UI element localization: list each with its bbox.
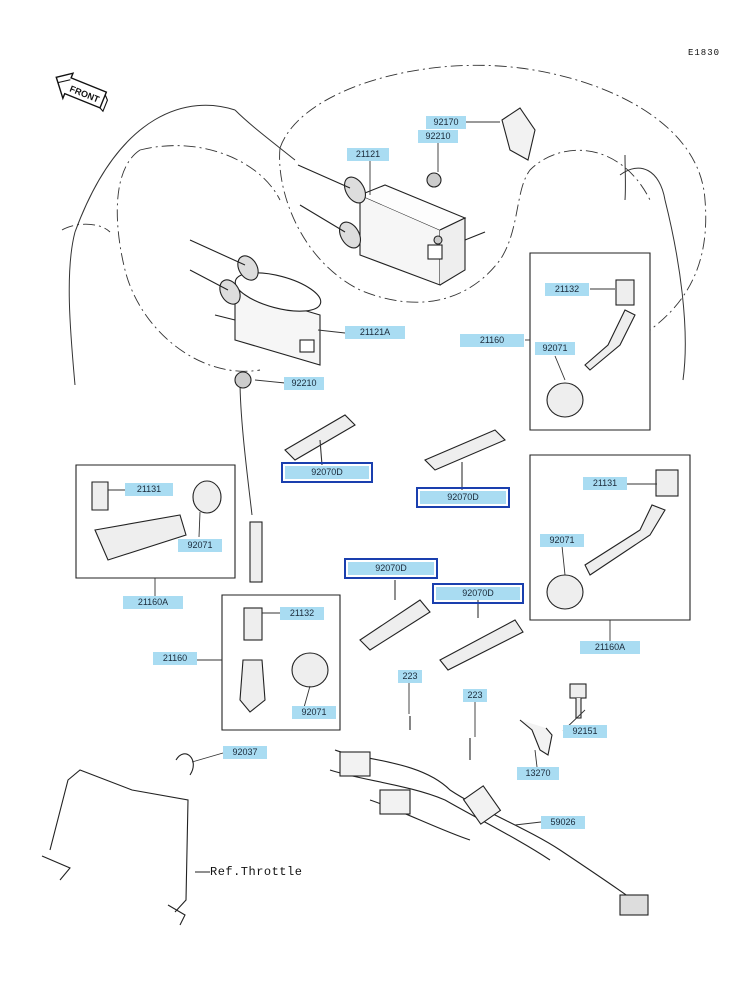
throttle-bracket-icon — [41, 753, 194, 926]
boot-left-icons — [91, 480, 222, 561]
part-label-92070D-4[interactable]: 92070D — [432, 583, 524, 604]
boot-right-upper-icons — [546, 279, 636, 418]
part-label-223-a[interactable]: 223 — [398, 670, 422, 683]
wire-harness-icon — [329, 716, 649, 916]
part-label-21121A[interactable]: 21121A — [345, 326, 405, 339]
nut-icon-upper — [426, 172, 442, 188]
part-label-223-b[interactable]: 223 — [463, 689, 487, 702]
part-label-92071-bottom[interactable]: 92071 — [292, 706, 336, 719]
part-label-92070D-3[interactable]: 92070D — [344, 558, 438, 579]
part-label-21131-right[interactable]: 21131 — [583, 477, 627, 490]
part-label-92037[interactable]: 92037 — [223, 746, 267, 759]
clamp-13270-icon — [519, 719, 553, 756]
boot-bottom-icons — [239, 521, 329, 713]
part-label-21132-right[interactable]: 21132 — [545, 283, 589, 296]
part-label-92071-right-upper[interactable]: 92071 — [535, 342, 575, 355]
part-label-21160A-right[interactable]: 21160A — [580, 641, 640, 654]
part-label-92210-top[interactable]: 92210 — [418, 130, 458, 143]
part-label-92210-lower[interactable]: 92210 — [284, 377, 324, 390]
spark-plug-icons — [284, 414, 524, 671]
ignition-coil-lower — [189, 239, 322, 366]
nut-icon-lower — [234, 371, 252, 389]
part-label-21132-bottom[interactable]: 21132 — [280, 607, 324, 620]
part-label-92070D-2[interactable]: 92070D — [416, 487, 510, 508]
part-label-92071-left[interactable]: 92071 — [178, 539, 222, 552]
group-box-bottom — [221, 594, 341, 731]
wires — [68, 104, 686, 516]
part-label-92151[interactable]: 92151 — [563, 725, 607, 738]
assembly-outline — [61, 64, 707, 372]
group-box-right-upper — [529, 252, 651, 431]
part-label-92070D-1[interactable]: 92070D — [281, 462, 373, 483]
group-box-right-lower — [529, 454, 691, 621]
part-label-21121[interactable]: 21121 — [347, 148, 389, 161]
ref-throttle-note: Ref.Throttle — [210, 865, 303, 879]
bolt-92151-icon — [569, 683, 587, 719]
group-box-left — [75, 464, 236, 579]
part-label-92071-right-lower[interactable]: 92071 — [540, 534, 584, 547]
part-label-21131-left[interactable]: 21131 — [125, 483, 173, 496]
ignition-coil-upper — [297, 164, 486, 286]
part-label-13270[interactable]: 13270 — [517, 767, 559, 780]
part-label-59026[interactable]: 59026 — [541, 816, 585, 829]
diagram-code: E1830 — [688, 48, 721, 58]
part-label-21160-bottom[interactable]: 21160 — [153, 652, 197, 665]
clamp-92170-icon — [501, 107, 536, 161]
front-arrow-icon: FRONT — [55, 72, 109, 113]
boot-right-lower-icons — [546, 469, 679, 610]
part-label-21160A-left[interactable]: 21160A — [123, 596, 183, 609]
plug-leaders — [319, 439, 479, 618]
part-label-21160-right[interactable]: 21160 — [460, 334, 524, 347]
part-label-92170[interactable]: 92170 — [426, 116, 466, 129]
